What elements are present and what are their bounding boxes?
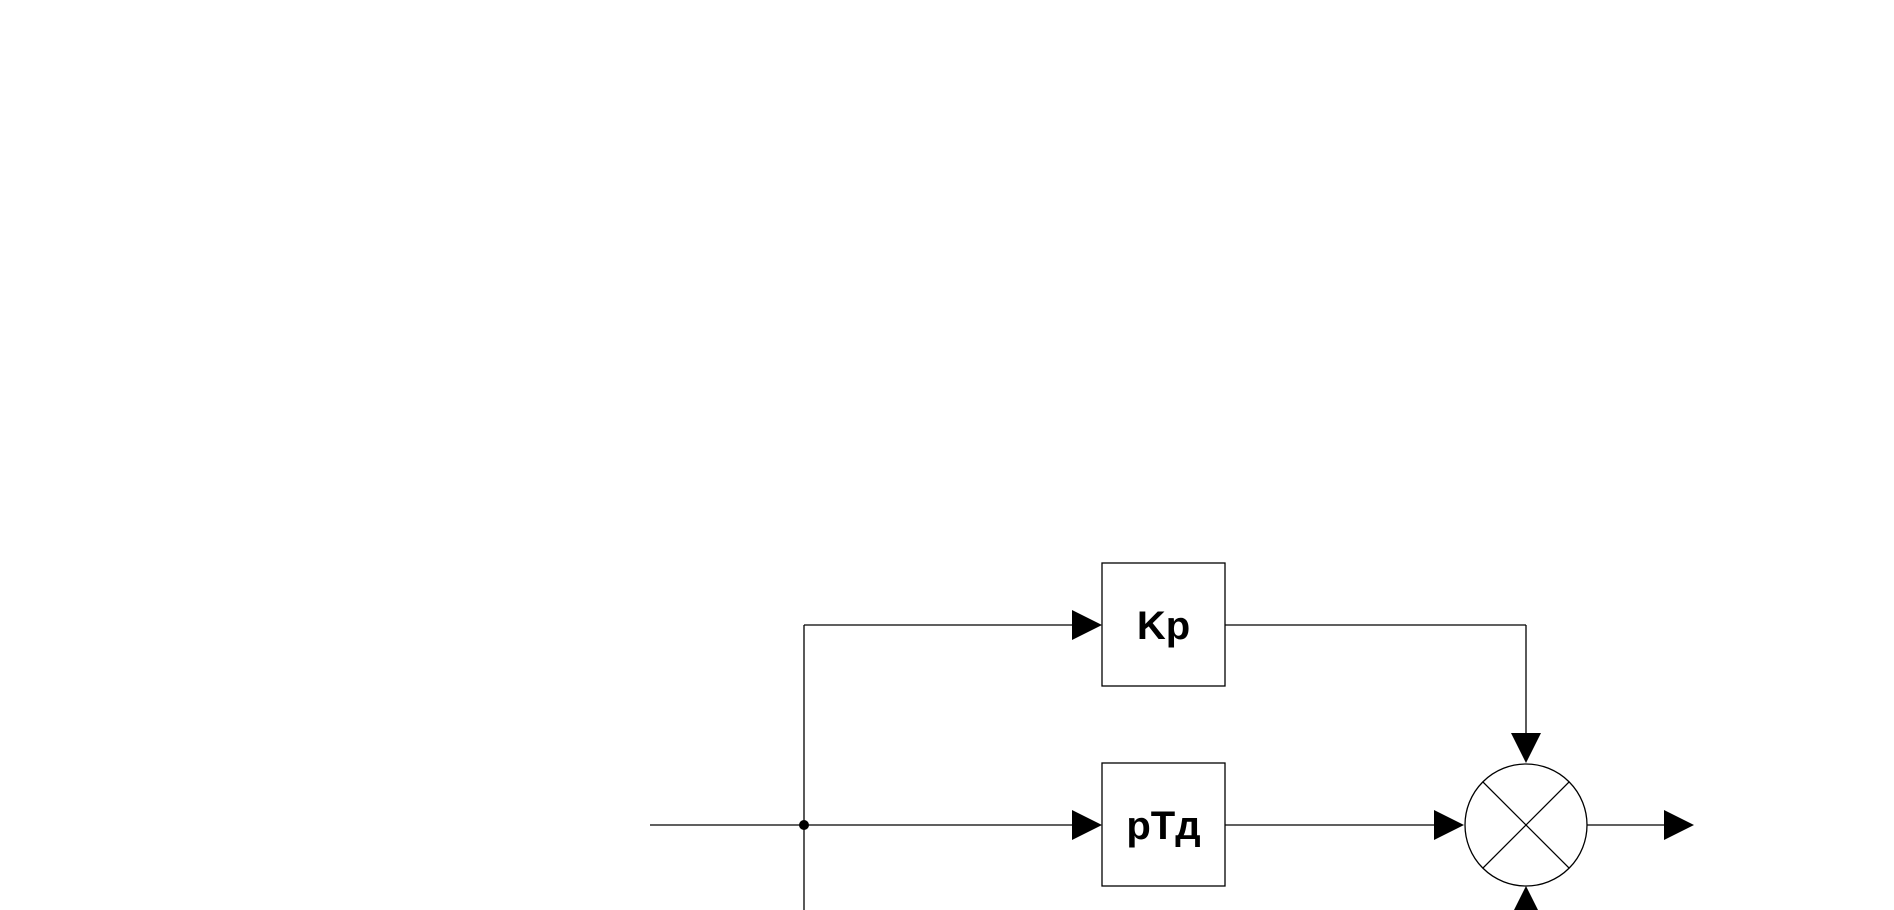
ptd-block: pTд — [1101, 762, 1226, 887]
ptd-block-label: pTд — [1126, 804, 1200, 848]
kp-input-arrow — [1072, 610, 1102, 640]
kp-block: Kp — [1101, 562, 1226, 687]
ptd-input-arrow — [1072, 810, 1102, 840]
summer-bottom-input-arrow — [1514, 886, 1538, 910]
summer-cross-line-b — [1482, 781, 1570, 869]
ptd-block-frame — [1101, 762, 1226, 887]
summer-top-input-arrow — [1511, 733, 1541, 763]
summing-junction — [1464, 763, 1588, 887]
kp-block-frame — [1101, 562, 1226, 687]
output-arrow — [1664, 810, 1694, 840]
kp-block-label: Kp — [1137, 604, 1190, 648]
summer-left-input-arrow — [1434, 810, 1464, 840]
